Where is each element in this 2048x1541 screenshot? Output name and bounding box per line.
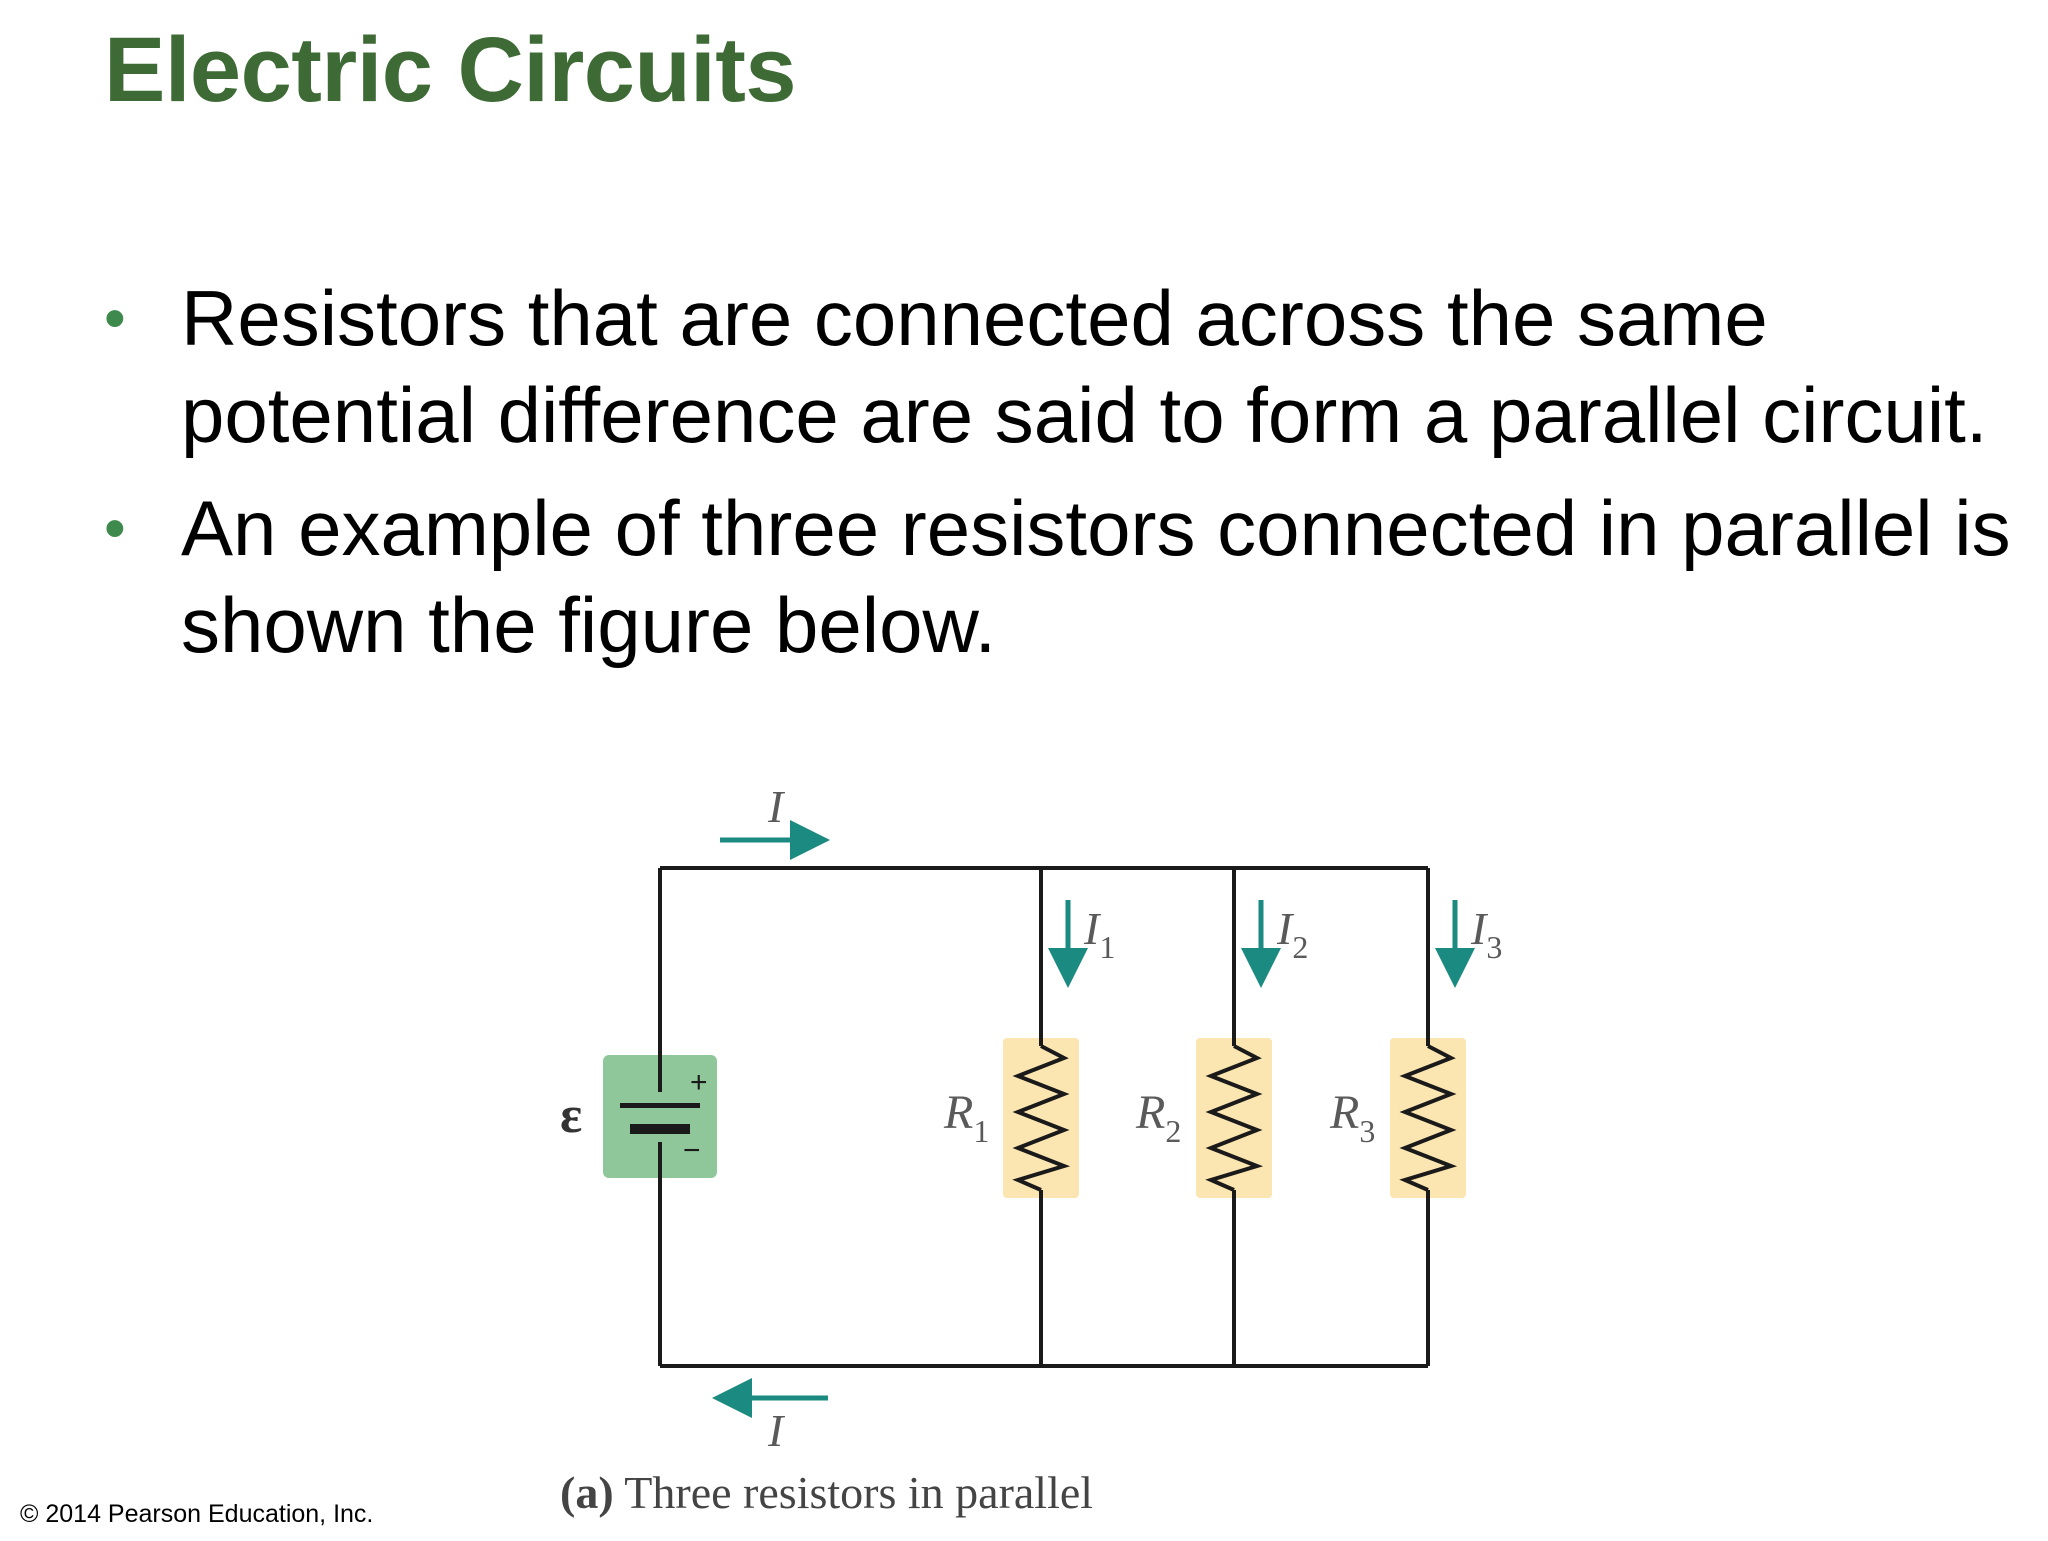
- bullet-item: • An example of three resistors connecte…: [104, 480, 2034, 674]
- resistor-1-label: R1: [943, 1086, 989, 1149]
- bullet-dot-icon: •: [104, 494, 126, 563]
- bullet-text: Resistors that are connected across the …: [181, 274, 1988, 459]
- battery-short-plate: [630, 1124, 690, 1134]
- bullet-list: • Resistors that are connected across th…: [104, 270, 2034, 690]
- resistor-1-symbol: [1012, 1044, 1071, 1192]
- circuit-wires: [658, 866, 1458, 1368]
- branch-1-current-label: I1: [1083, 903, 1115, 965]
- branch-2-current-label: I2: [1276, 903, 1308, 965]
- battery-minus-sign: −: [683, 1134, 701, 1167]
- battery-plus-sign: +: [690, 1066, 708, 1099]
- bullet-item: • Resistors that are connected across th…: [104, 270, 2034, 464]
- figure-caption: (a) Three resistors in parallel: [560, 1467, 1093, 1518]
- slide-title: Electric Circuits: [104, 19, 797, 121]
- branch-3-current-label: I3: [1470, 903, 1502, 965]
- bullet-text: An example of three resistors connected …: [181, 484, 2011, 669]
- resistor-3-symbol: [1399, 1044, 1458, 1192]
- resistor-2-label: R2: [1135, 1086, 1181, 1149]
- resistor-3-label: R3: [1329, 1086, 1375, 1149]
- bullet-dot-icon: •: [104, 284, 126, 353]
- battery-long-plate: [620, 1103, 700, 1108]
- bottom-current-label: I: [767, 1405, 786, 1456]
- battery-highlight: [603, 1055, 717, 1178]
- top-current-label: I: [767, 781, 786, 832]
- copyright-notice: © 2014 Pearson Education, Inc.: [20, 1500, 374, 1528]
- resistor-2-symbol: [1205, 1044, 1264, 1192]
- emf-label: ε: [560, 1087, 582, 1144]
